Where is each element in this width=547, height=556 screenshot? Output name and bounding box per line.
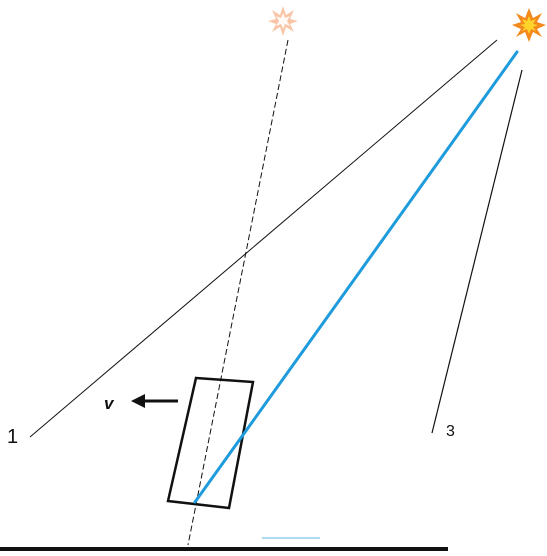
line-one-label: 1 — [7, 426, 18, 448]
moving-box — [166, 376, 255, 510]
line-three-label: 3 — [446, 423, 455, 440]
velocity-label: v — [104, 394, 115, 413]
line-three — [431, 69, 523, 434]
dashed-axis — [187, 39, 289, 546]
line-one — [29, 39, 498, 438]
explosion-flash-icon — [512, 8, 546, 42]
explosion-flash-icon — [268, 6, 298, 36]
velocity-arrow — [131, 394, 178, 408]
light-ray — [193, 50, 519, 504]
